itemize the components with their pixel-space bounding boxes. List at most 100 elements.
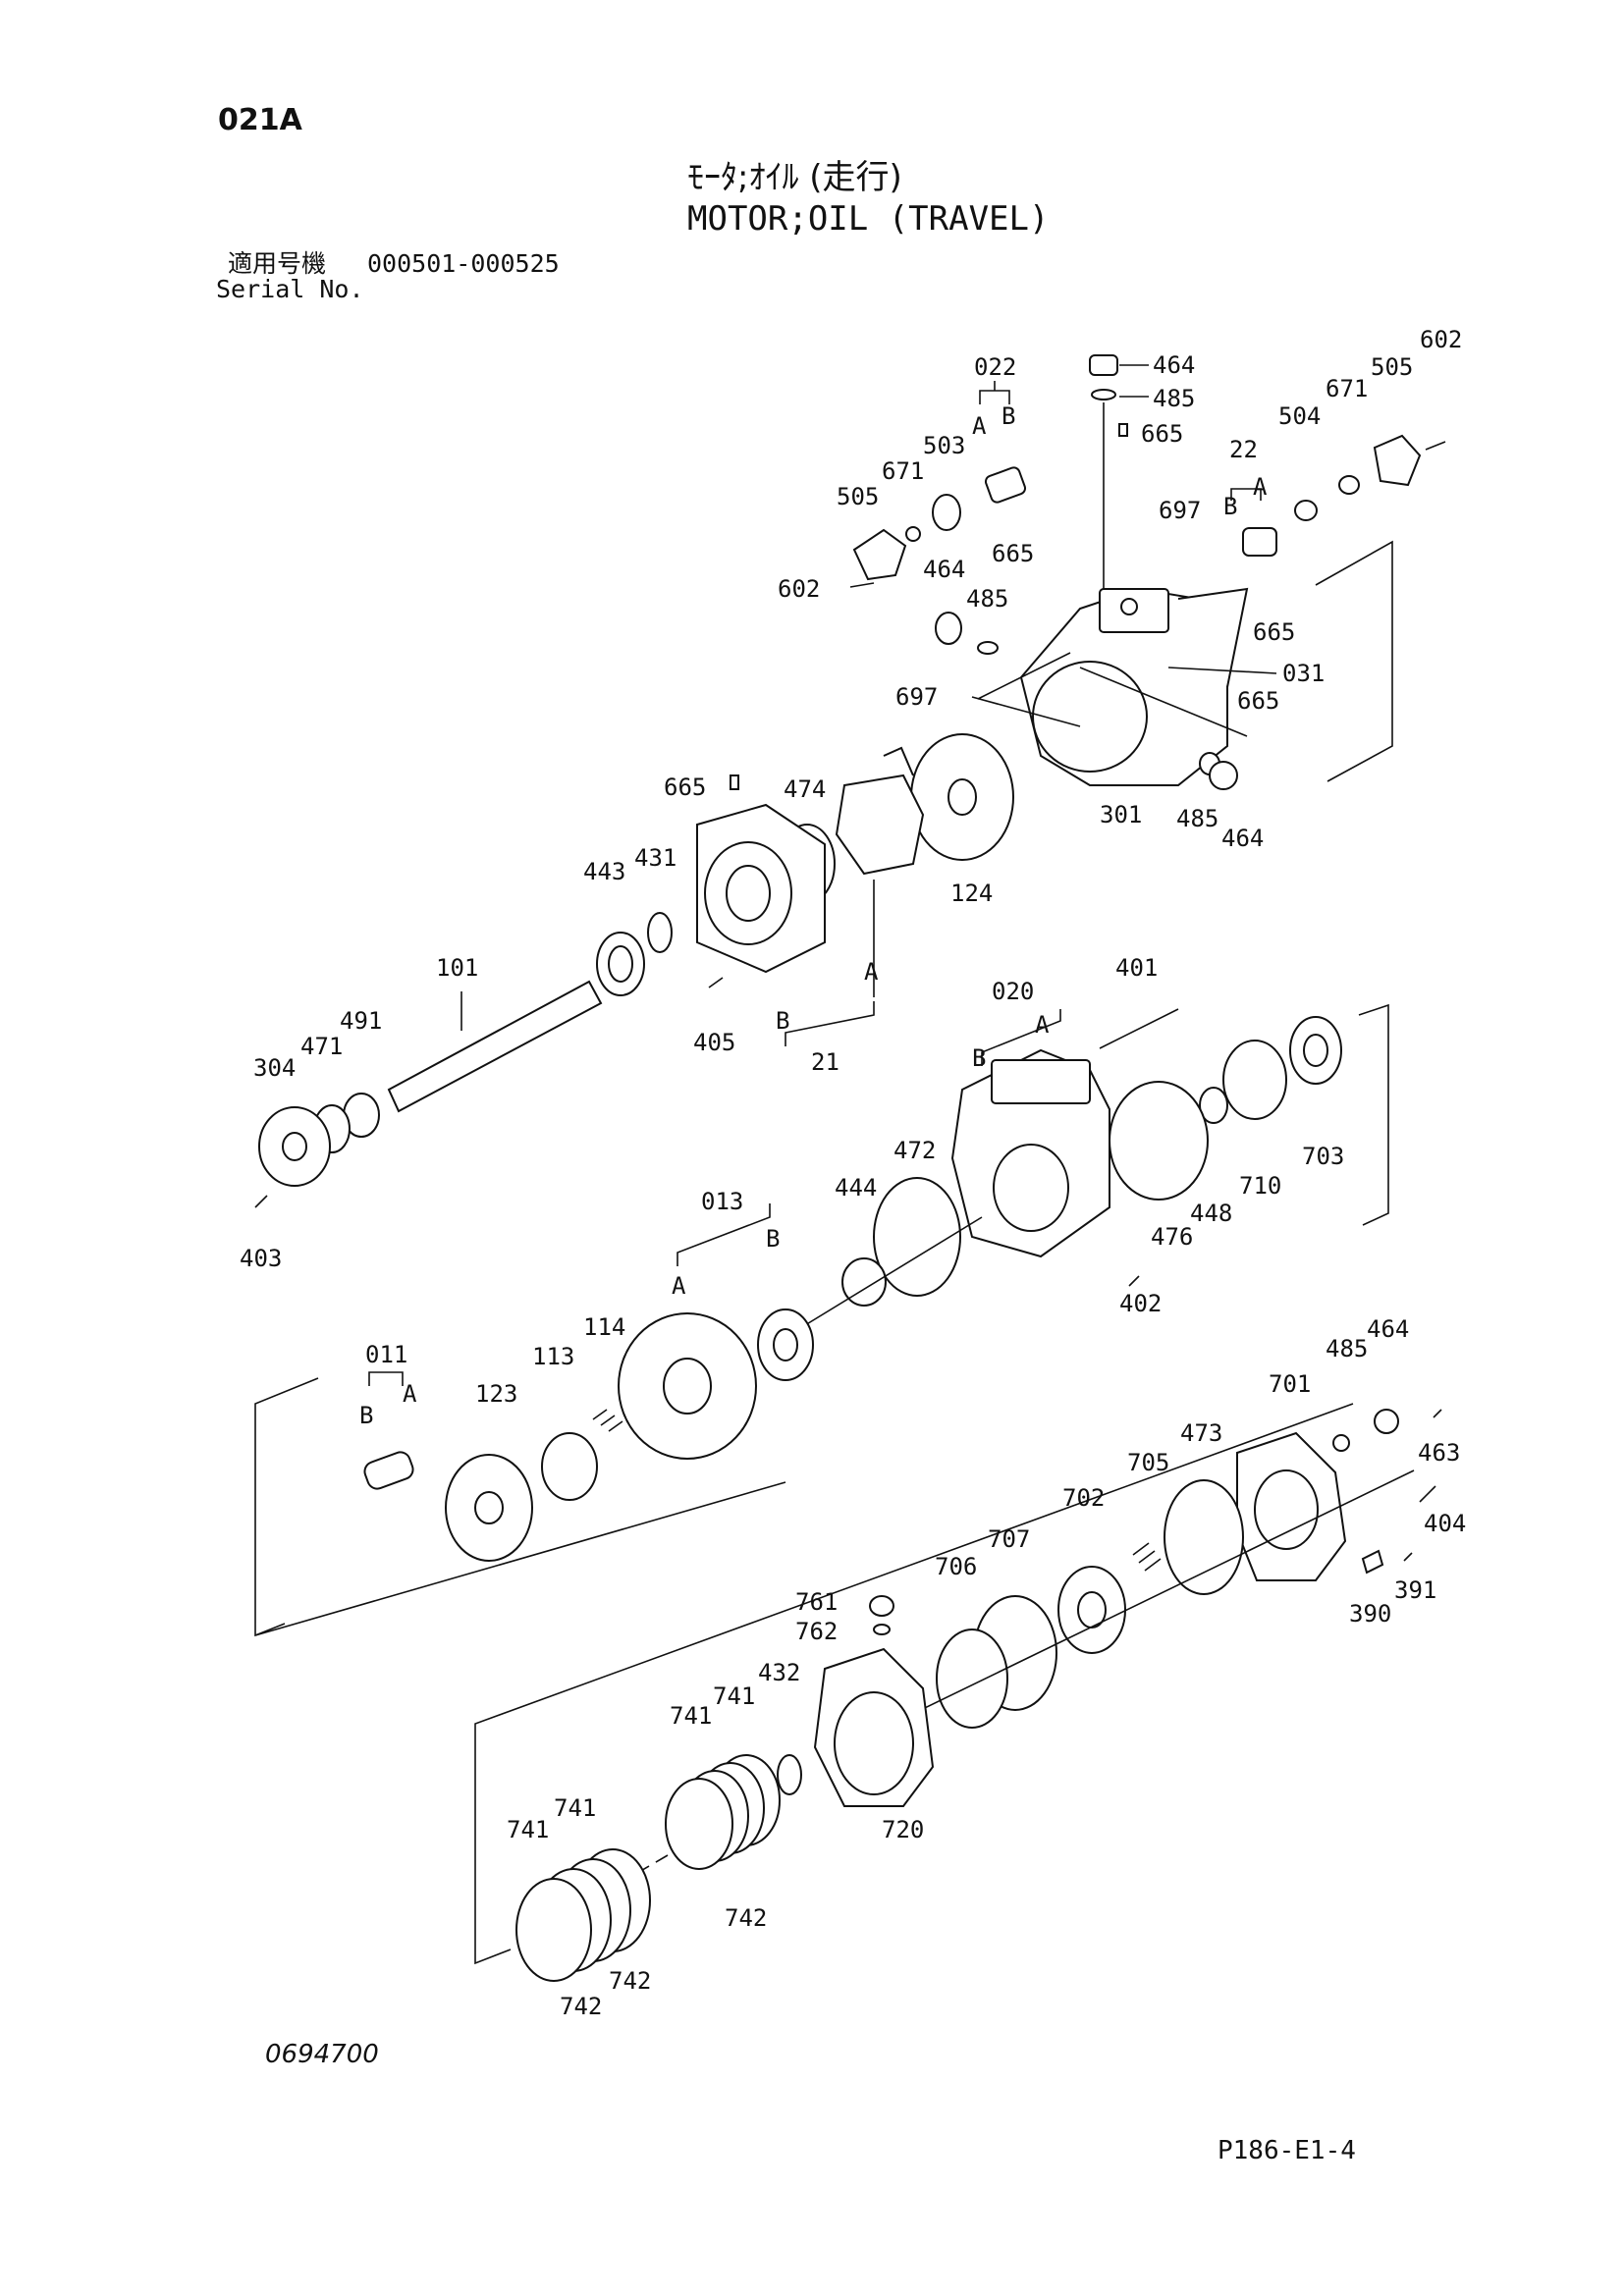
part-762-oring (873, 1624, 891, 1635)
label-464-top: 464 (1153, 351, 1195, 379)
part-013-valve-plate-hole (773, 1328, 798, 1362)
label-22: 22 (1229, 436, 1258, 463)
label-113: 113 (532, 1343, 574, 1370)
label-431: 431 (634, 844, 677, 872)
part-464-plug-mid (935, 612, 962, 645)
label-602-right: 602 (1420, 326, 1462, 353)
label-741-lower-a: 741 (507, 1816, 549, 1843)
label-671-right: 671 (1326, 375, 1368, 402)
label-A6: A (403, 1380, 417, 1408)
part-124-plate-hole (947, 778, 977, 816)
label-114: 114 (583, 1313, 625, 1341)
part-504-ring (1294, 500, 1318, 521)
part-22-valve (1242, 527, 1277, 557)
part-020-bore (993, 1144, 1069, 1232)
part-671-oring-right (1338, 475, 1360, 495)
part-671-oring-left (905, 526, 921, 542)
bracket-011 (368, 1371, 404, 1386)
part-665-plug-top (1118, 423, 1128, 437)
label-011: 011 (365, 1341, 407, 1368)
label-B6: B (359, 1402, 373, 1429)
part-761-plug (869, 1595, 894, 1617)
label-031: 031 (1282, 660, 1325, 687)
part-710-ring (1222, 1040, 1287, 1120)
part-742-plate-4 (515, 1878, 592, 1982)
label-703: 703 (1302, 1143, 1344, 1170)
label-464-mid: 464 (923, 556, 965, 583)
label-A5: A (672, 1272, 686, 1300)
part-031-port (1120, 598, 1138, 615)
flange-group (254, 733, 1014, 1208)
part-464-plug-top (1089, 354, 1118, 376)
assembly-line-124 (971, 696, 1081, 727)
part-485-oring-cover (1332, 1434, 1350, 1452)
part-022-check-valve (984, 466, 1027, 504)
part-463-plug (1433, 1409, 1442, 1418)
label-B5: B (766, 1225, 780, 1253)
label-485-lower: 485 (1176, 805, 1218, 832)
part-114-spring (592, 1409, 623, 1432)
label-485-mid: 485 (966, 585, 1008, 613)
page-code: 021A (218, 103, 302, 137)
label-504: 504 (1278, 402, 1321, 430)
label-A3: A (864, 958, 879, 986)
part-665-plug-flange (730, 774, 739, 790)
part-113-retainer (541, 1432, 598, 1501)
part-720-bore (834, 1691, 914, 1795)
part-464-plug-lower (1209, 761, 1238, 790)
label-476: 476 (1151, 1223, 1193, 1251)
part-013-cylinder-bore (663, 1358, 712, 1415)
label-444: 444 (835, 1174, 877, 1201)
label-B2: B (1223, 493, 1237, 520)
label-390: 390 (1349, 1600, 1391, 1628)
label-401: 401 (1115, 954, 1158, 982)
page-reference: P186-E1-4 (1218, 2136, 1356, 2165)
part-labels: 022 A B 464 485 665 602 505 671 504 22 A… (240, 326, 1466, 2020)
label-720: 720 (882, 1816, 924, 1843)
part-123-plate-hole (474, 1491, 504, 1524)
part-602-bolt-right (1425, 441, 1446, 451)
label-671-left: 671 (882, 457, 924, 485)
part-705-spring (1132, 1542, 1162, 1572)
label-391: 391 (1394, 1576, 1436, 1604)
label-304: 304 (253, 1054, 296, 1082)
section-bracket-mid (1358, 1003, 1389, 1226)
label-404: 404 (1424, 1510, 1466, 1537)
part-485-oring-top (1091, 389, 1116, 400)
part-431-snap-ring (647, 912, 673, 953)
label-665-mid: 665 (992, 540, 1034, 567)
label-443: 443 (583, 858, 625, 885)
part-485-oring-mid (977, 641, 999, 655)
label-741-upper-a: 741 (670, 1702, 712, 1730)
title-japanese: ﾓｰﾀ;ｵｲﾙ (走行) (687, 158, 902, 197)
bracket-020 (981, 1009, 1061, 1066)
label-464-lower: 464 (1221, 825, 1264, 852)
label-697-mid: 697 (895, 683, 938, 711)
label-B1: B (1001, 402, 1015, 430)
label-A2: A (1253, 473, 1268, 501)
label-474: 474 (784, 775, 826, 803)
part-391-screw (1403, 1552, 1413, 1562)
label-464-cover: 464 (1367, 1315, 1409, 1343)
label-301: 301 (1100, 801, 1142, 828)
label-665-top: 665 (1141, 420, 1183, 448)
part-448-bearing (1199, 1087, 1228, 1124)
part-706-oring (936, 1629, 1008, 1729)
part-011-piston (363, 1451, 414, 1490)
part-444-bearing (841, 1257, 887, 1307)
title-english: MOTOR;OIL (TRAVEL) (687, 199, 1050, 239)
label-405: 405 (693, 1029, 735, 1056)
part-402-bolt (1128, 1275, 1140, 1287)
assembly-line-665d (1079, 667, 1248, 737)
label-101: 101 (436, 954, 478, 982)
label-710: 710 (1239, 1172, 1281, 1200)
label-B4: B (972, 1044, 986, 1072)
label-762: 762 (795, 1618, 838, 1645)
label-485-cover: 485 (1326, 1335, 1368, 1362)
label-473: 473 (1180, 1419, 1222, 1447)
label-022: 022 (974, 353, 1016, 381)
part-474-swash (835, 774, 925, 876)
label-013: 013 (701, 1188, 743, 1215)
label-665-right: 665 (1253, 618, 1295, 646)
assembly-line-697 (977, 652, 1071, 700)
